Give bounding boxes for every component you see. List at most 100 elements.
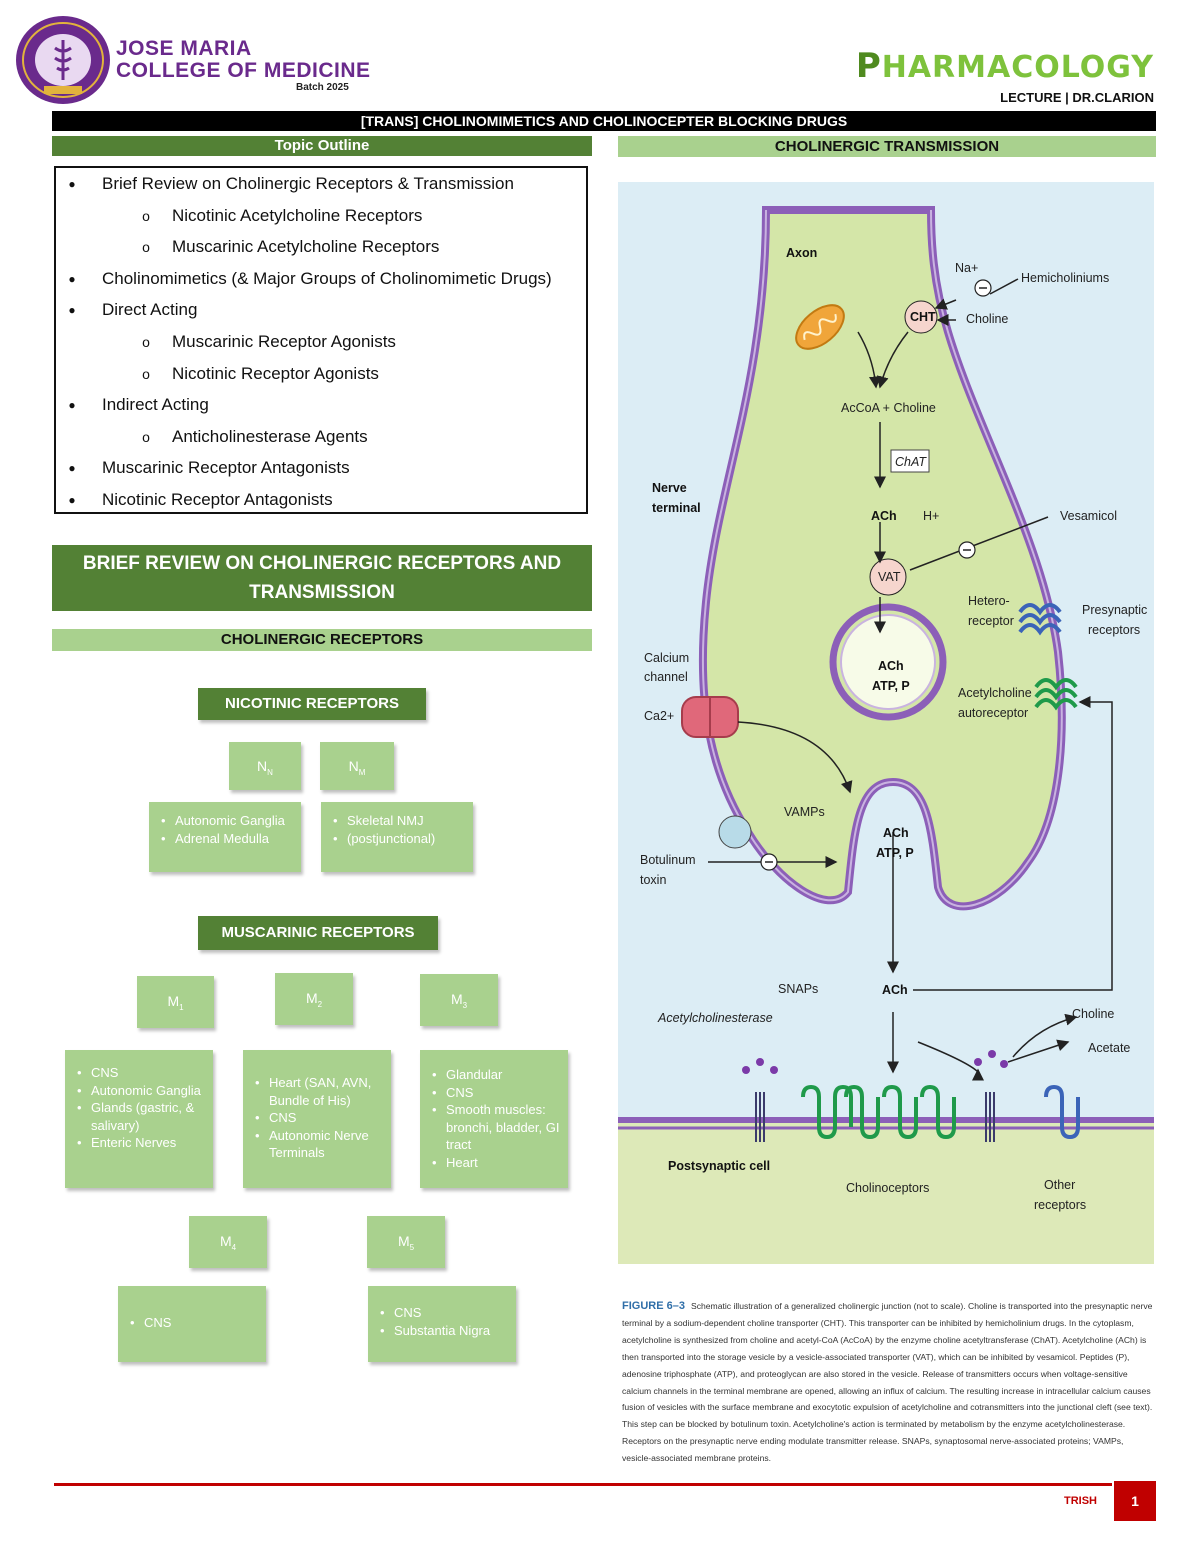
list-item: Skeletal NMJ xyxy=(333,812,465,830)
list-item: CNS xyxy=(380,1304,508,1322)
nm-locations: Skeletal NMJ (postjunctional) xyxy=(321,802,473,872)
list-item: CNS xyxy=(255,1109,383,1127)
label-botulinum-2: toxin xyxy=(640,873,666,887)
label-ach-cleft: ACh xyxy=(882,983,908,997)
outline-item-text: Cholinomimetics (& Major Groups of Choli… xyxy=(102,268,552,288)
outline-item: ● Nicotinic Receptor Antagonists xyxy=(56,487,586,519)
label-cholinoceptors: Cholinoceptors xyxy=(846,1181,929,1195)
footer-author: TRISH xyxy=(1064,1495,1097,1507)
label-chat: ChAT xyxy=(895,455,927,469)
heteroreceptor-icon xyxy=(1018,603,1062,636)
outline-bullet: ● xyxy=(68,492,76,507)
list-item-continuation: (postjunctional) xyxy=(347,830,436,846)
figure-caption-label: FIGURE 6–3 xyxy=(622,1300,685,1312)
figure-caption-text: Schematic illustration of a generalized … xyxy=(622,1301,1153,1464)
acetylcholinesterase-icon xyxy=(755,1092,995,1142)
other-receptor-icon xyxy=(1044,1084,1080,1140)
receptor-m1-sub: 1 xyxy=(179,1002,184,1012)
muscarinic-receptors-title: MUSCARINIC RECEPTORS xyxy=(198,916,438,950)
receptor-m3-label: M3 xyxy=(420,974,498,1026)
label-accoa: AcCoA + Choline xyxy=(841,401,936,415)
label-choline-out: Choline xyxy=(1072,1007,1114,1021)
receptor-m3-sub: 3 xyxy=(462,1000,468,1010)
label-vamps: VAMPs xyxy=(784,805,825,819)
label-nerve-terminal-1: Nerve xyxy=(652,481,687,495)
junction-diagram: CHT VAT xyxy=(618,206,1154,1264)
list-item: Autonomic Nerve Terminals xyxy=(255,1127,383,1162)
label-hemicholiniums: Hemicholiniums xyxy=(1021,271,1109,285)
receptor-m3-base: M xyxy=(450,991,463,1007)
vat-label: VAT xyxy=(878,570,901,584)
receptor-nn-base: N xyxy=(257,758,268,774)
list-item: (postjunctional) xyxy=(333,830,465,848)
outline-bullet: ● xyxy=(68,303,76,318)
outline-bullet: o xyxy=(142,365,150,382)
outline-item: ●Cholinomimetics (& Major Groups of Chol… xyxy=(56,266,586,298)
outline-item-text: Muscarinic Receptor Antagonists xyxy=(102,458,350,478)
outline-item-text: Anticholinesterase Agents xyxy=(172,426,368,446)
mitochondrion-icon xyxy=(795,304,845,350)
subject-title-rest: HARMACOLOGY xyxy=(881,50,1154,85)
receptor-m5-sub: 5 xyxy=(409,1242,415,1252)
label-other-2: receptors xyxy=(1034,1198,1086,1212)
label-presynaptic-1: Presynaptic xyxy=(1082,603,1147,617)
list-item: Adrenal Medulla xyxy=(161,830,293,848)
outline-item-text: Direct Acting xyxy=(102,300,198,320)
m2-locations: Heart (SAN, AVN, Bundle of His) CNS Auto… xyxy=(243,1050,391,1188)
lecture-label: LECTURE | DR.CLARION xyxy=(1000,90,1154,105)
school-name-line2: COLLEGE OF MEDICINE xyxy=(116,59,371,82)
label-vesicle-atp: ATP, P xyxy=(872,679,910,693)
label-presynaptic-2: receptors xyxy=(1088,623,1140,637)
receptor-nn-label: NN xyxy=(229,742,301,790)
topic-outline-box: ●Brief Review on Cholinergic Receptors &… xyxy=(54,166,588,514)
m5-locations: CNS Substantia Nigra xyxy=(368,1286,516,1362)
list-item: CNS xyxy=(432,1084,560,1102)
vat-transporter-icon xyxy=(869,558,907,596)
list-item: Autonomic Ganglia xyxy=(161,812,293,830)
outline-item: ●Muscarinic Receptor Antagonists xyxy=(56,455,586,487)
label-hetero-1: Hetero- xyxy=(968,594,1010,608)
label-snaps: SNAPs xyxy=(778,982,818,996)
label-choline: Choline xyxy=(966,312,1008,326)
label-acetate: Acetate xyxy=(1088,1041,1130,1055)
receptor-nn-sub: N xyxy=(267,767,273,777)
nicotinic-receptors-title: NICOTINIC RECEPTORS xyxy=(198,688,426,720)
label-ach: ACh xyxy=(871,509,897,523)
outline-bullet: ● xyxy=(68,398,76,413)
label-hetero-2: receptor xyxy=(968,614,1014,628)
list-item: Heart xyxy=(432,1154,560,1172)
outline-bullet: o xyxy=(142,239,150,256)
receptor-m4-label: M4 xyxy=(189,1216,267,1268)
label-na: Na+ xyxy=(955,261,978,275)
section-banner: BRIEF REVIEW ON CHOLINERGIC RECEPTORS AN… xyxy=(52,545,592,611)
label-ca: Ca2+ xyxy=(644,709,674,723)
outline-item-text: Nicotinic Receptor Antagonists xyxy=(102,489,333,509)
receptor-m4-sub: 4 xyxy=(231,1242,237,1252)
label-fusing-ach: ACh xyxy=(883,826,909,840)
postsynaptic-cell xyxy=(618,1122,1154,1264)
list-item: Autonomic Ganglia xyxy=(77,1082,205,1100)
outline-item: ●Brief Review on Cholinergic Receptors &… xyxy=(56,171,586,203)
college-seal-logo xyxy=(16,16,110,104)
receptor-m5-base: M xyxy=(397,1233,410,1249)
receptor-nm-base: N xyxy=(348,758,359,774)
school-name-line1: JOSE MARIA xyxy=(116,37,252,60)
outline-item: ● Indirect Acting xyxy=(56,392,586,424)
label-calcium-1: Calcium xyxy=(644,651,689,665)
receptor-m1-base: M xyxy=(167,993,180,1009)
outline-item-text: Nicotinic Acetylcholine Receptors xyxy=(172,205,423,225)
label-fusing-atp: ATP, P xyxy=(876,846,914,860)
receptor-m2-base: M xyxy=(305,990,318,1006)
list-item: CNS xyxy=(77,1064,205,1082)
m4-locations: CNS xyxy=(118,1286,266,1362)
receptor-nm-sub: M xyxy=(358,767,366,777)
label-auto-1: Acetylcholine xyxy=(958,686,1032,700)
outline-item-text: Indirect Acting xyxy=(102,395,209,415)
receptor-m4-base: M xyxy=(219,1233,232,1249)
botulinum-toxin-icon xyxy=(718,815,752,849)
list-item: Enteric Nerves xyxy=(77,1134,205,1152)
